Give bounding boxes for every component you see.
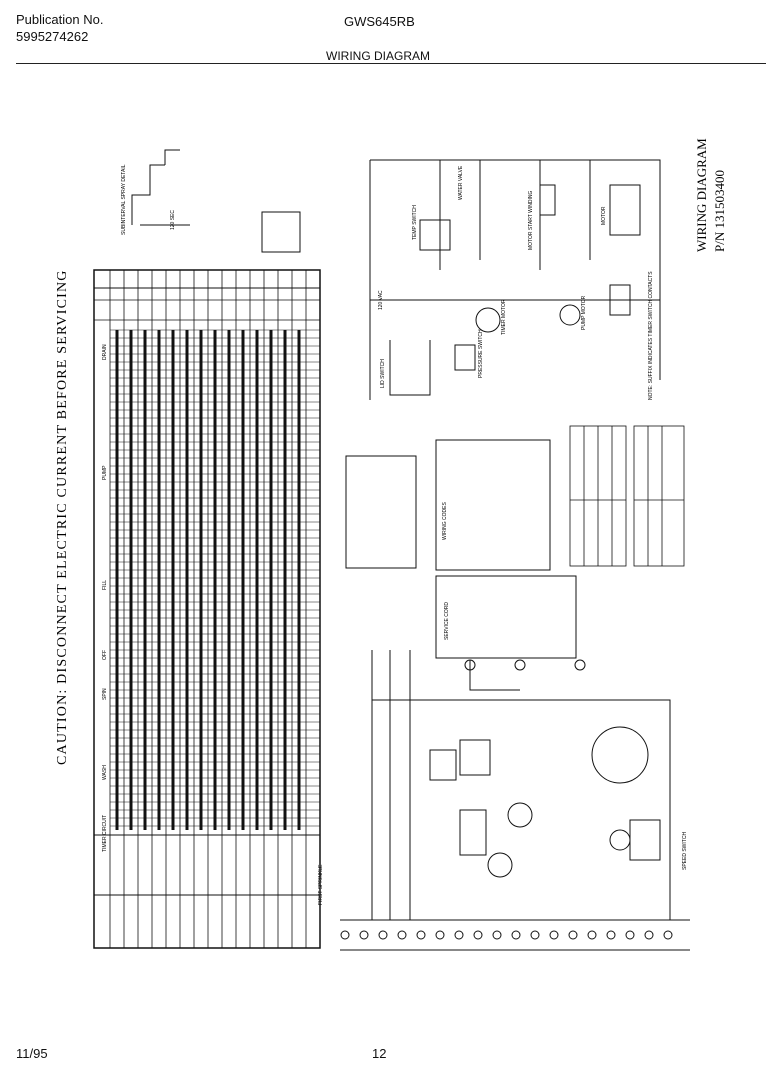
stamp-line1: WIRING DIAGRAM <box>694 138 709 252</box>
pump-motor-label: PUMP MOTOR <box>581 295 587 330</box>
terminal-key-box <box>345 455 417 569</box>
terminal-block <box>568 930 578 940</box>
terminal-block <box>644 930 654 940</box>
terminal-block <box>492 930 502 940</box>
terminal-block <box>435 930 445 940</box>
terminal-block <box>340 930 350 940</box>
sec-120-label: 120 SEC <box>170 210 176 230</box>
wiring-codes-label: WIRING CODES <box>442 502 448 540</box>
drain-label: DRAIN <box>102 344 108 360</box>
footer-date: 11/95 <box>16 1046 48 1061</box>
terminal-block <box>663 930 673 940</box>
page-number: 12 <box>372 1046 387 1061</box>
motor-label: MOTOR <box>601 206 607 225</box>
service-cord-box <box>435 575 577 659</box>
terminal-block <box>606 930 616 940</box>
terminal-block <box>587 930 597 940</box>
terminal-block <box>549 930 559 940</box>
service-cord-label: SERVICE CORD <box>444 602 450 640</box>
header-rule <box>16 63 766 64</box>
pump-label: PUMP <box>102 465 108 480</box>
terminal-block <box>397 930 407 940</box>
pressure-switch-label: PRESSURE SWITCH <box>478 329 484 378</box>
terminal-block <box>530 930 540 940</box>
pictorial-schematic <box>340 650 690 951</box>
temp-switch-label: TEMP SWITCH <box>412 205 418 240</box>
publication-number: 5995274262 <box>16 29 89 44</box>
speed-switch-label: SPEED SWITCH <box>682 832 688 870</box>
wiring-codes-box <box>435 439 551 571</box>
page-title: WIRING DIAGRAM <box>326 49 430 63</box>
subinterval-detail-label: SUBINTERVAL SPRAY DETAIL <box>121 164 127 235</box>
spin-label: SPIN <box>102 688 108 700</box>
water-valve-label: WATER VALVE <box>458 165 464 200</box>
terminal-block <box>473 930 483 940</box>
spec-tables <box>569 425 685 567</box>
terminal-block <box>454 930 464 940</box>
subinterval-spray-detail <box>131 149 190 226</box>
lid-switch-label: LID SWITCH <box>380 359 386 388</box>
timer-chart <box>93 269 321 949</box>
ladder-schematic <box>369 159 661 400</box>
publication-label: Publication No. <box>16 12 104 27</box>
terminal-block <box>378 930 388 940</box>
model-number: GWS645RB <box>344 14 415 29</box>
chart-legend-box <box>261 211 301 253</box>
timer-circuit-label: TIMER CIRCUIT <box>102 815 108 852</box>
terminal-block <box>359 930 369 940</box>
first-sprinkle-label: FIRST SPRINKLE <box>318 864 324 905</box>
terminal-block <box>511 930 521 940</box>
note-label: NOTE: SUFFIX INDICATES TIMER SWITCH CONT… <box>648 271 654 400</box>
off-label: OFF <box>102 650 108 660</box>
fill-label: FILL <box>102 580 108 590</box>
wash-label: WASH <box>102 765 108 780</box>
supply-label: 120 VAC <box>378 290 384 310</box>
caution-text: CAUTION: DISCONNECT ELECTRIC CURRENT BEF… <box>55 269 70 765</box>
timer-motor-label: TIMER MOTOR <box>501 299 507 335</box>
terminal-block <box>416 930 426 940</box>
motor-start-label: MOTOR START WINDING <box>528 191 534 250</box>
stamp-line2: P/N 131503400 <box>712 170 727 252</box>
terminal-block <box>625 930 635 940</box>
